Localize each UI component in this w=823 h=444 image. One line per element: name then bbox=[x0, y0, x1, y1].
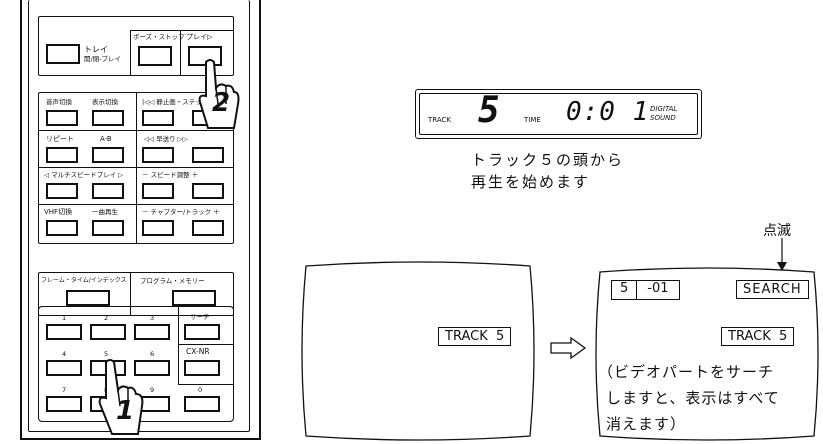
key-7-label: 7 bbox=[62, 386, 67, 394]
divider bbox=[38, 130, 234, 131]
front-panel-display bbox=[415, 89, 702, 139]
pause-stop-button[interactable] bbox=[138, 46, 172, 66]
multi-speed-back-button[interactable] bbox=[46, 183, 78, 199]
pause-stop-label: ポーズ・ストップ bbox=[133, 33, 185, 41]
multi-speed-label: ◁ マルチスピードプレイ ▷ bbox=[44, 171, 124, 179]
audio-switch-button[interactable] bbox=[46, 110, 78, 126]
key-9-label: 9 bbox=[150, 386, 155, 394]
tv-screen-after bbox=[595, 267, 819, 441]
divider bbox=[180, 30, 181, 76]
key-1-label: 1 bbox=[62, 314, 67, 322]
time-value: 0:0 1 bbox=[566, 97, 650, 127]
fast-forward-label: ◁◁ 早送り ▷▷ bbox=[144, 135, 188, 143]
key-7-button[interactable] bbox=[46, 396, 82, 412]
key-5-label: 5 bbox=[104, 350, 109, 358]
tray-button[interactable] bbox=[46, 44, 80, 64]
key-2-label: 2 bbox=[104, 314, 109, 322]
play-label: プレイ▷ bbox=[186, 33, 213, 41]
key-6-label: 6 bbox=[150, 350, 155, 358]
tv-track-display: TRACK 5 bbox=[438, 327, 512, 346]
divider bbox=[38, 204, 234, 205]
display-switch-label: 表示切換 bbox=[92, 98, 118, 106]
speed-adjust-label: － スピード調整 ＋ bbox=[142, 171, 199, 179]
frame-time-index-button[interactable] bbox=[66, 290, 110, 306]
step-back-button[interactable] bbox=[142, 110, 174, 126]
cx-nr-key-label: CX-NR bbox=[186, 347, 210, 356]
hand-pointer-icon bbox=[198, 59, 240, 129]
chapter-counter: 5 -01 bbox=[611, 280, 680, 300]
time-label: TIME bbox=[524, 116, 541, 124]
divider bbox=[38, 167, 234, 168]
audio-switch-label: 音声切換 bbox=[46, 98, 72, 106]
divider bbox=[178, 384, 234, 385]
vhf-switch-button[interactable] bbox=[46, 220, 78, 236]
vhf-switch-label: VHF切換 bbox=[44, 208, 73, 216]
note-line-3: 消えます） bbox=[606, 415, 687, 433]
key-4-label: 4 bbox=[62, 350, 67, 358]
chapter-up-button[interactable] bbox=[192, 220, 224, 236]
track-number: 5 bbox=[478, 90, 500, 131]
repeat-button[interactable] bbox=[46, 147, 78, 163]
display-switch-button[interactable] bbox=[92, 110, 124, 126]
chapter-track-label: － チャプター/トラック ＋ bbox=[142, 208, 220, 216]
key-1-button[interactable] bbox=[46, 324, 82, 340]
step-2-number: 2 bbox=[212, 88, 231, 118]
search-key-label: サーチ bbox=[190, 313, 210, 321]
counter-index: -01 bbox=[647, 281, 669, 296]
divider bbox=[130, 30, 131, 76]
chapter-down-button[interactable] bbox=[142, 220, 174, 236]
divider bbox=[136, 92, 137, 244]
keypad-column-divider bbox=[178, 306, 179, 384]
divider bbox=[178, 344, 234, 345]
down-arrow-icon bbox=[777, 238, 787, 271]
key-6-button[interactable] bbox=[134, 360, 170, 376]
step-1-number: 1 bbox=[116, 396, 135, 426]
divider bbox=[130, 30, 234, 31]
speed-up-button[interactable] bbox=[192, 183, 224, 199]
divider bbox=[130, 272, 131, 316]
single-track-button[interactable] bbox=[92, 220, 124, 236]
key-0-button[interactable] bbox=[184, 396, 220, 412]
speed-down-button[interactable] bbox=[142, 183, 174, 199]
tv-screen-before bbox=[301, 261, 535, 441]
program-memory-button[interactable] bbox=[172, 290, 216, 306]
key-4-button[interactable] bbox=[46, 360, 82, 376]
frame-time-index-label: フレーム・タイム/インデックス bbox=[41, 277, 127, 284]
still-step-label: |◁◁ 静止画・ステップ bbox=[142, 98, 209, 106]
caption-line-2: 再生を始めます bbox=[471, 173, 591, 191]
single-track-label: 一曲再生 bbox=[92, 208, 118, 216]
tray-label: トレイ bbox=[84, 45, 108, 54]
hand-pointer-icon bbox=[98, 359, 144, 435]
search-button[interactable] bbox=[184, 324, 220, 340]
transport-panel bbox=[38, 16, 234, 76]
program-memory-label: プログラム・メモリー bbox=[140, 277, 205, 285]
right-arrow-icon bbox=[550, 336, 587, 360]
track-label: TRACK bbox=[428, 116, 451, 124]
caption-line-1: トラック５の頭から bbox=[471, 151, 625, 169]
key-3-button[interactable] bbox=[134, 324, 170, 340]
counter-track: 5 bbox=[612, 281, 638, 299]
key-3-label: 3 bbox=[150, 314, 155, 322]
rewind-button[interactable] bbox=[142, 147, 174, 163]
key-0-label: 0 bbox=[198, 386, 203, 394]
multi-speed-forward-button[interactable] bbox=[92, 183, 124, 199]
ab-label: A-B bbox=[100, 135, 112, 143]
sound-label: SOUND bbox=[650, 114, 676, 122]
display-inner bbox=[419, 93, 698, 135]
note-line-2: しますと、表示はすべて bbox=[606, 389, 780, 407]
ab-button[interactable] bbox=[92, 147, 124, 163]
frame-program-panel bbox=[38, 272, 234, 316]
repeat-label: リピート bbox=[46, 135, 74, 143]
tv-track-display-right: TRACK 5 bbox=[721, 327, 795, 346]
tray-sub-label: 開/閉-プレイ bbox=[84, 55, 122, 63]
digital-label: DIGITAL bbox=[650, 105, 678, 113]
cx-nr-button[interactable] bbox=[184, 360, 220, 376]
fast-forward-button[interactable] bbox=[192, 147, 224, 163]
note-line-1: （ビデオパートをサーチ bbox=[598, 363, 775, 381]
key-2-button[interactable] bbox=[90, 324, 126, 340]
blink-label: 点滅 bbox=[763, 223, 791, 239]
search-indicator: SEARCH bbox=[736, 280, 809, 299]
